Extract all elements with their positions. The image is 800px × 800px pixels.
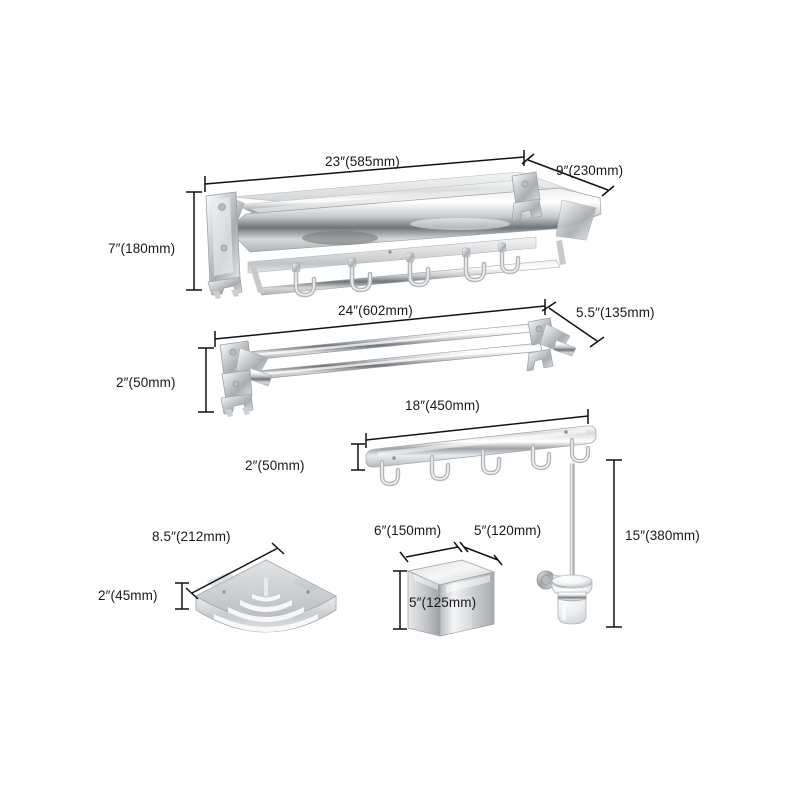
dim-box-depth: 5″(120mm) (459, 523, 541, 566)
dim-bar-width: 24″(602mm) (214, 299, 546, 347)
bar-bracket-left (219, 340, 273, 417)
product-corner-shelf (195, 559, 337, 633)
dim-label-hookrail-width: 18″(450mm) (405, 398, 480, 413)
dim-label-rack-width: 23″(585mm) (325, 154, 400, 169)
bracket-left (205, 191, 243, 299)
dim-label-box-depth: 5″(120mm) (474, 523, 541, 538)
dim-bar-depth: 5.5″(135mm) (541, 301, 655, 348)
bar-bracket-right (526, 317, 577, 372)
dim-bar-height: 2″(50mm) (116, 347, 214, 413)
product-folding-towel-rack (205, 171, 602, 299)
dim-brush-height: 15″(380mm) (606, 459, 700, 628)
dim-label-rack-height: 7″(180mm) (108, 241, 175, 256)
dim-label-box-height: 5″(125mm) (409, 595, 476, 610)
product-double-towel-bar (219, 317, 577, 417)
rack-hooks (292, 242, 521, 298)
dim-label-bar-height: 2″(50mm) (116, 375, 176, 390)
rail-hooks (379, 437, 591, 487)
product-toilet-brush (536, 461, 593, 625)
dim-label-rack-depth: 9″(230mm) (556, 163, 623, 178)
bracket-right (511, 171, 543, 222)
product-hook-rail (365, 425, 597, 487)
dim-label-box-width: 6″(150mm) (374, 523, 441, 538)
dim-label-shelf-width: 8.5″(212mm) (152, 529, 231, 544)
dim-label-brush-height: 15″(380mm) (625, 528, 700, 543)
dim-label-bar-depth: 5.5″(135mm) (576, 305, 655, 320)
dim-label-hookrail-height: 2″(50mm) (245, 458, 305, 473)
dim-rack-height: 7″(180mm) (108, 191, 202, 291)
dim-box-width: 6″(150mm) (374, 523, 463, 563)
dim-rack-depth: 9″(230mm) (521, 153, 623, 197)
dim-shelf-height: 2″(45mm) (98, 582, 189, 610)
dim-rack-width: 23″(585mm) (204, 150, 525, 192)
dim-shelf-width: 8.5″(212mm) (152, 529, 285, 600)
dim-label-bar-width: 24″(602mm) (338, 303, 413, 318)
dim-hookrail-height: 2″(50mm) (245, 443, 365, 473)
dim-label-shelf-height: 2″(45mm) (98, 588, 158, 603)
dim-hookrail-width: 18″(450mm) (365, 398, 589, 448)
dim-box-height: 5″(125mm) (393, 570, 476, 630)
product-tissue-box (406, 559, 496, 637)
